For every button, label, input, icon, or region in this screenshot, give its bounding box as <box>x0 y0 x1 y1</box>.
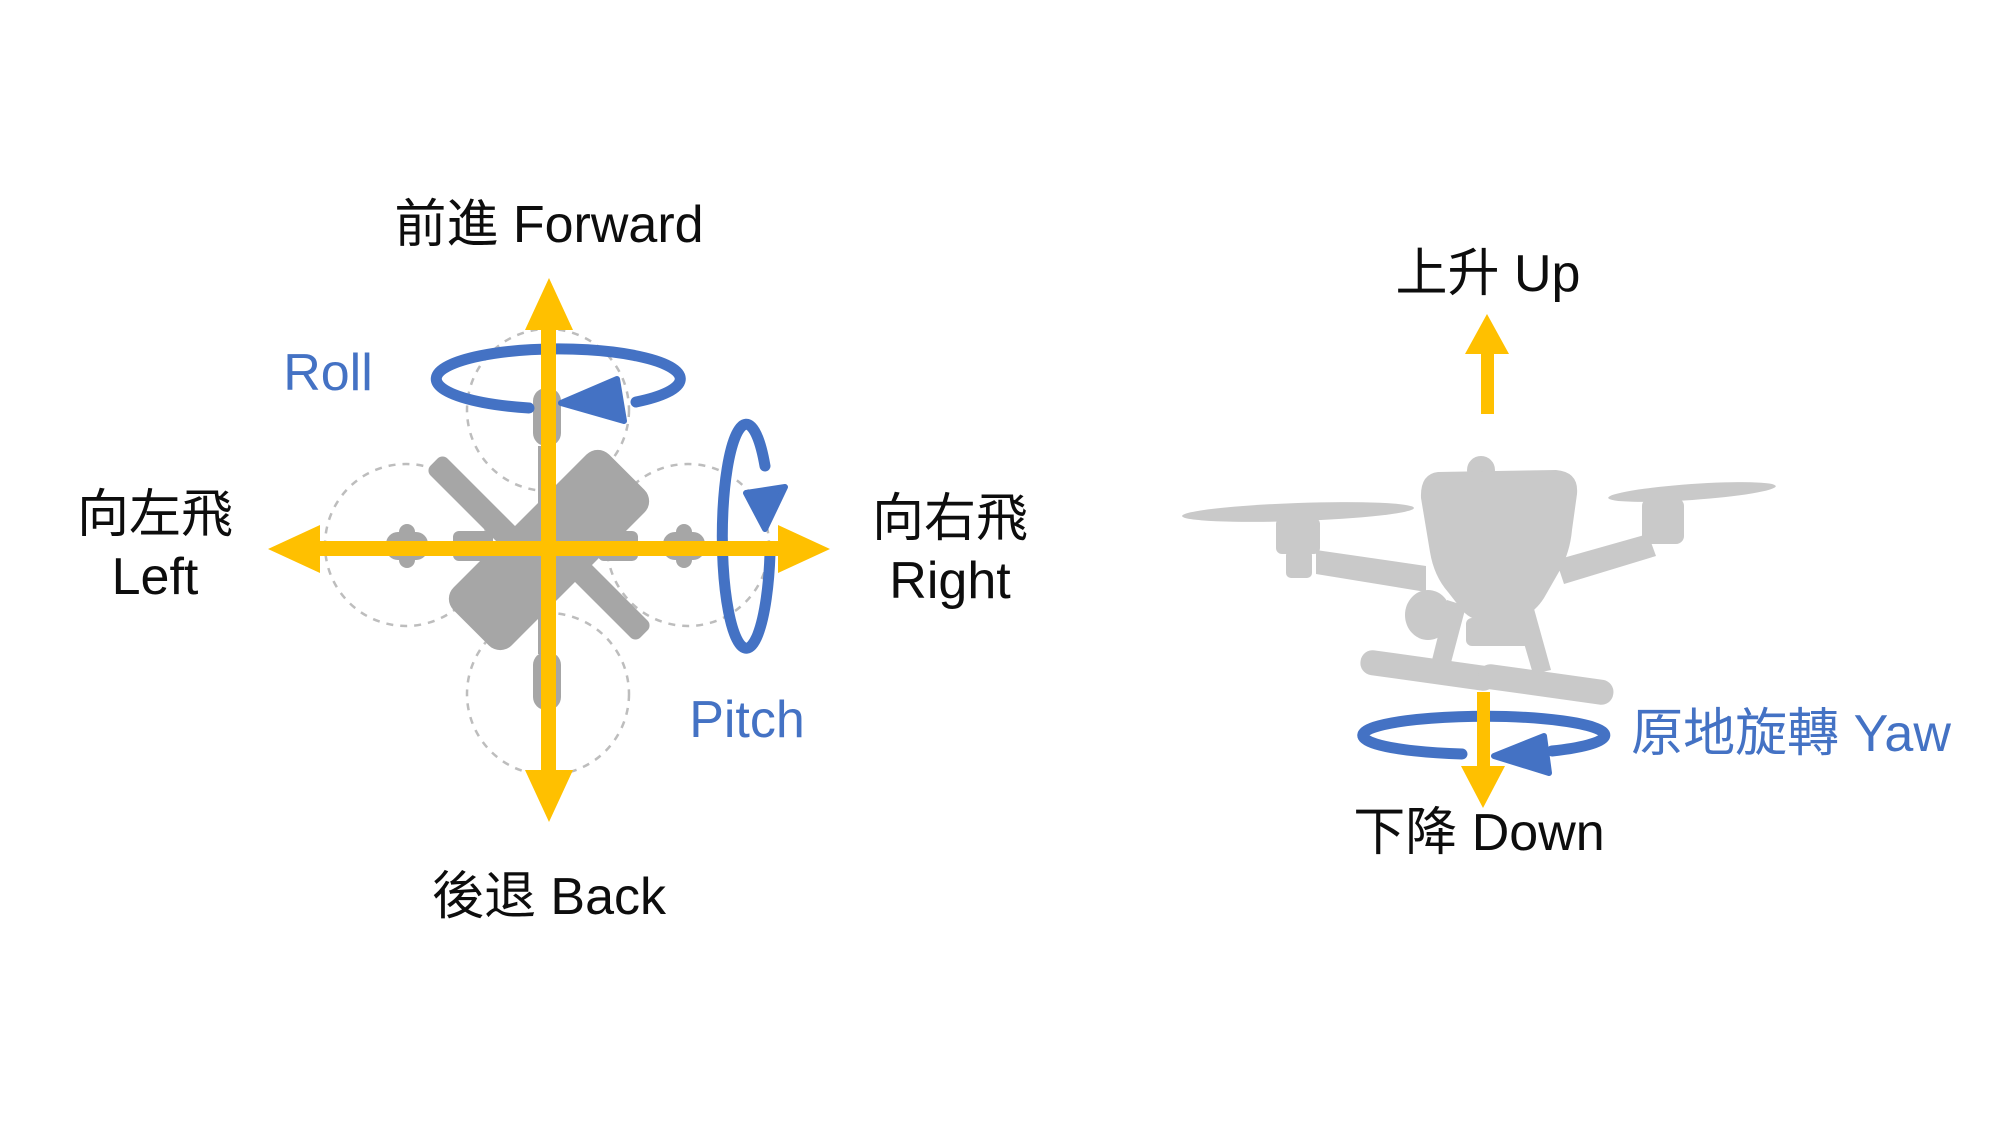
back-arrow <box>525 549 573 822</box>
left-arrow <box>268 525 552 573</box>
altitude-arrows <box>1461 314 1509 808</box>
roll-rotation-arrow <box>430 343 686 424</box>
forward-arrow <box>525 278 573 554</box>
label-back: 後退 Back <box>431 868 667 927</box>
label-left-en: Left <box>111 548 199 606</box>
label-up: 上升 Up <box>1395 245 1581 304</box>
label-pitch: Pitch <box>689 691 805 750</box>
drone-side-view-silhouette <box>1182 456 1776 705</box>
label-left-zh: 向左飛 <box>76 486 234 545</box>
label-left: 向左飛 Left <box>77 485 233 609</box>
label-roll: Roll <box>283 344 373 403</box>
label-forward: 前進 Forward <box>394 196 704 255</box>
up-arrow <box>1465 314 1509 414</box>
label-right-zh: 向右飛 <box>871 490 1029 549</box>
direction-cross-arrows <box>268 278 830 822</box>
down-arrow <box>1461 692 1505 808</box>
label-down: 下降 Down <box>1353 804 1605 863</box>
label-right: 向右飛 Right <box>872 489 1028 613</box>
yaw-rotation-arrow <box>1357 710 1611 776</box>
pitch-rotation-arrow <box>716 418 788 654</box>
right-arrow <box>549 525 830 573</box>
label-yaw: 原地旋轉 Yaw <box>1631 705 1951 764</box>
label-right-en: Right <box>889 552 1011 610</box>
